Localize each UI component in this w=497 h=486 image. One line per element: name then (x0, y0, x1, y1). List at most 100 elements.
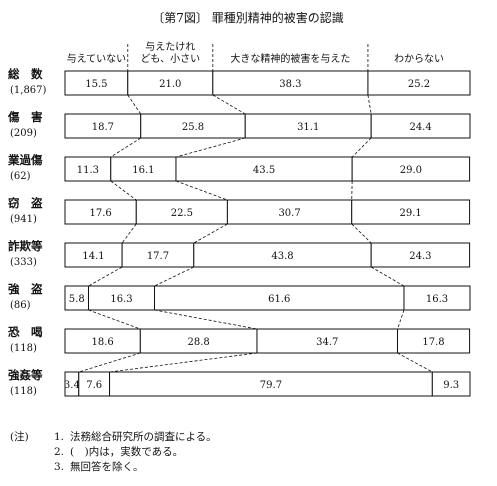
category-count: (62) (10, 171, 31, 182)
data-label: 14.1 (82, 251, 104, 262)
connector-line (88, 309, 141, 330)
bar-segment (226, 199, 353, 225)
connector-line (175, 180, 228, 201)
connector-line (88, 266, 123, 287)
data-label: 29.0 (400, 165, 422, 176)
note-text: ( )内は，実数である。 (70, 446, 184, 458)
data-label: 25.2 (408, 79, 430, 90)
bar-segment (109, 371, 433, 397)
connector-line (397, 352, 433, 373)
bar-segment (212, 70, 369, 96)
category-label: 恐 喝 (8, 325, 43, 339)
data-label: 17.6 (90, 208, 112, 219)
connector-line (127, 94, 142, 115)
bar-segment (370, 113, 471, 139)
data-label: 3.4 (64, 380, 80, 391)
note-text: 法務総合研究所の調査による。 (70, 431, 217, 443)
connector-line (351, 223, 372, 244)
data-label: 43.8 (271, 251, 293, 262)
data-label: 24.4 (409, 122, 431, 133)
data-label: 7.6 (86, 380, 102, 391)
data-label: 79.7 (260, 380, 282, 391)
legend-label: 与えていない (67, 53, 127, 65)
category-label: 傷 害 (7, 110, 43, 124)
connector-line (154, 266, 194, 287)
category-count: (209) (10, 128, 37, 139)
data-label: 38.3 (279, 79, 301, 90)
bar-segment (110, 156, 177, 182)
connector-line (78, 352, 141, 373)
legend-label: ども、小さい (140, 53, 200, 65)
note-text: 無回答を除く。 (70, 461, 144, 473)
category-count: (1,867) (10, 85, 47, 96)
note-number: 2. (53, 446, 64, 458)
notes-lead: (注) (10, 431, 29, 443)
connector-line (121, 223, 137, 244)
chart-title: 〔第7図〕 罪種別精神的被害の認識 (152, 10, 343, 25)
category-label: 窃 盗 (8, 196, 43, 210)
bar-segment (175, 156, 353, 182)
bar-segment (135, 199, 228, 225)
data-label: 43.5 (253, 165, 275, 176)
bar-segment (140, 113, 246, 139)
stacked-bar-chart: 〔第7図〕 罪種別精神的被害の認識 与えていない与えたけれども、小さい大きな精神… (7, 10, 471, 397)
bar-segment (64, 199, 137, 225)
bar-segment (127, 70, 214, 96)
data-label: 29.1 (400, 208, 422, 219)
data-label: 16.3 (110, 294, 132, 305)
note-number: 1. (53, 431, 64, 443)
connector-line (154, 309, 258, 330)
data-label: 9.3 (443, 380, 459, 391)
bar-segment (121, 242, 195, 268)
bar-segment (370, 242, 471, 268)
data-label: 34.7 (316, 337, 338, 348)
data-label: 17.7 (147, 251, 169, 262)
data-label: 17.8 (422, 337, 444, 348)
data-label: 25.8 (182, 122, 204, 133)
data-label: 5.8 (69, 294, 85, 305)
data-label: 30.7 (278, 208, 300, 219)
legend-label: 与えたけれ (145, 41, 195, 53)
category-label: 詐欺等 (8, 239, 43, 253)
connector-line (193, 223, 228, 244)
note-item-3: 3. 無回答を除く。 (10, 460, 490, 475)
note-item-2: 2. ( )内は，実数である。 (10, 445, 490, 460)
connector-line (109, 352, 258, 373)
bar-segment (351, 199, 471, 225)
data-label: 22.5 (171, 208, 193, 219)
legend-label: わからない (394, 53, 444, 65)
data-label: 24.3 (409, 251, 431, 262)
data-label: 21.0 (159, 79, 181, 90)
data-label: 15.5 (85, 79, 107, 90)
data-label: 28.8 (188, 337, 210, 348)
data-label: 16.1 (132, 165, 154, 176)
connector-line (367, 94, 372, 115)
connector-line (370, 266, 405, 287)
notes: (注) 1. 法務総合研究所の調査による。 2. ( )内は，実数である。 3.… (10, 430, 490, 475)
bar-segment (397, 328, 471, 354)
data-label: 61.6 (268, 294, 290, 305)
connector-line (212, 94, 246, 115)
bar-segment (193, 242, 372, 268)
data-label: 31.1 (297, 122, 319, 133)
category-labels: 総 数(1,867)傷 害(209)業過傷(62)窃 盗(941)詐欺等(333… (7, 67, 47, 397)
connector-lines (78, 94, 433, 373)
category-label: 総 数 (8, 67, 43, 81)
connector-line (110, 137, 141, 158)
category-count: (941) (10, 214, 37, 225)
connector-line (397, 309, 405, 330)
data-label: 16.3 (426, 294, 448, 305)
bar-segment (244, 113, 372, 139)
connector-line (351, 137, 372, 158)
bar-segment (64, 156, 112, 182)
bar-segment (351, 156, 471, 182)
bar-segment (78, 371, 111, 397)
bar-segment (87, 285, 156, 311)
category-count: (118) (10, 343, 37, 354)
bar-segment (256, 328, 399, 354)
data-label: 18.7 (92, 122, 114, 133)
bar-segment (403, 285, 471, 311)
data-label: 18.6 (92, 337, 114, 348)
connector-line (110, 180, 137, 201)
